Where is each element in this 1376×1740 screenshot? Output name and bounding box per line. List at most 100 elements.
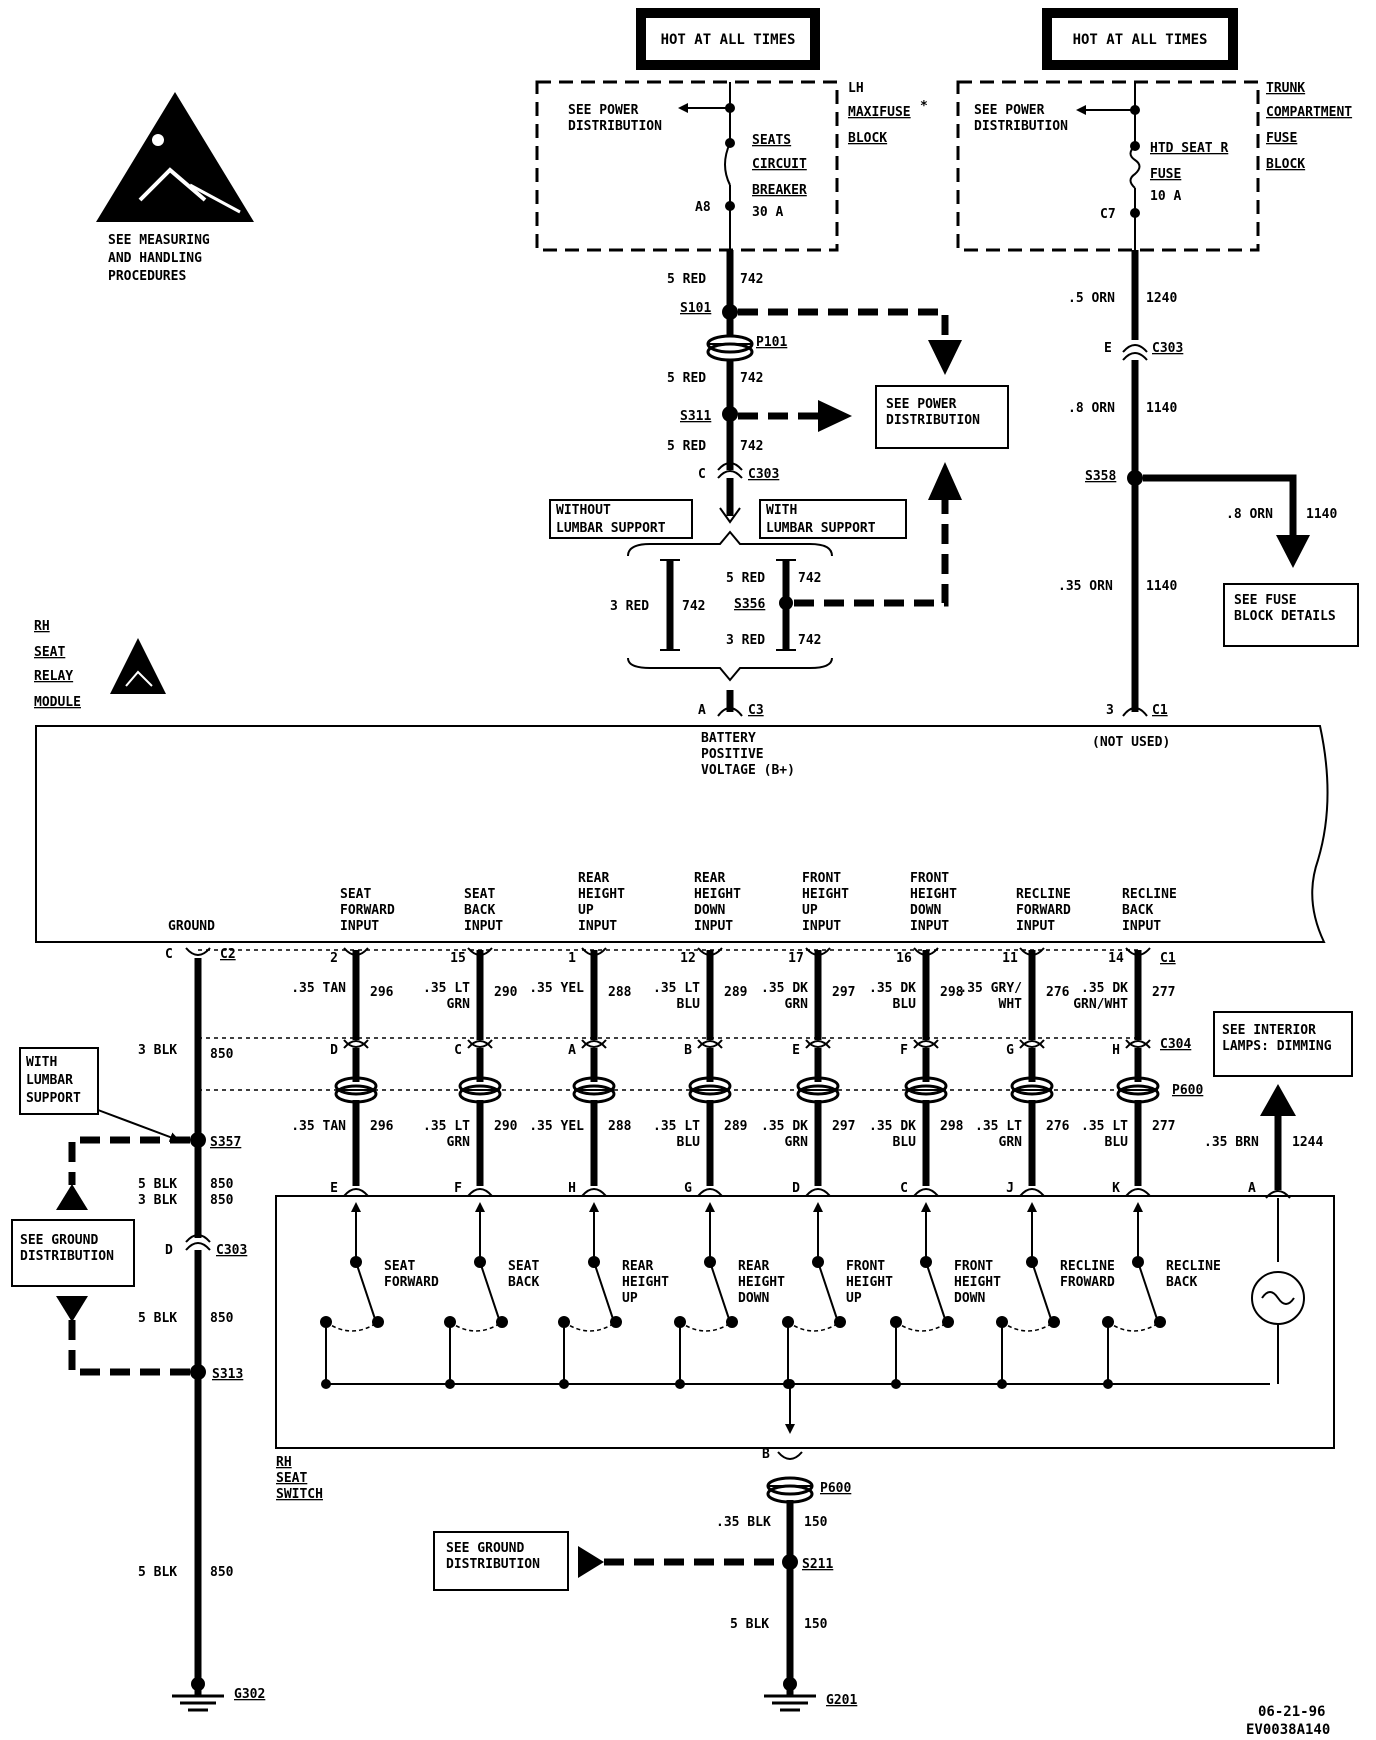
svg-text:DISTRIBUTION: DISTRIBUTION xyxy=(886,413,980,428)
switch-label: BACK xyxy=(508,1275,539,1290)
switch-label: REAR xyxy=(738,1259,769,1274)
wire-gauge: GRN/WHT xyxy=(1073,997,1128,1012)
wire-gauge: .35 DK xyxy=(761,981,808,996)
svg-text:SEE MEASURING: SEE MEASURING xyxy=(108,233,210,248)
esd-warning-icon xyxy=(96,92,254,222)
wire-gauge: BLU xyxy=(1105,1135,1129,1150)
svg-text:MAXIFUSE: MAXIFUSE xyxy=(848,105,911,120)
svg-text:P101: P101 xyxy=(756,335,787,350)
svg-text:SEE POWER: SEE POWER xyxy=(886,397,957,412)
input-label: UP xyxy=(578,903,594,918)
svg-text:3 RED: 3 RED xyxy=(726,633,765,648)
switch-label: REAR xyxy=(622,1259,653,1274)
svg-text:5 BLK: 5 BLK xyxy=(138,1311,177,1326)
wire-circuit: 288 xyxy=(608,985,632,1000)
wire-circuit: 289 xyxy=(724,985,747,1000)
svg-text:RELAY: RELAY xyxy=(34,669,73,684)
see-fuse-block-box: SEE FUSE BLOCK DETAILS xyxy=(1223,583,1359,647)
svg-text:LH: LH xyxy=(848,81,864,96)
input-label: REAR xyxy=(578,871,609,886)
svg-text:5 RED: 5 RED xyxy=(726,571,765,586)
c1-pin: 1 xyxy=(568,951,576,966)
wire-circuit: 296 xyxy=(370,985,394,1000)
svg-text:DISTRIBUTION: DISTRIBUTION xyxy=(974,119,1068,134)
svg-text:A8: A8 xyxy=(695,200,711,215)
svg-text:150: 150 xyxy=(804,1515,828,1530)
svg-text:S357: S357 xyxy=(210,1135,241,1150)
see-ground-distribution-right: SEE GROUND DISTRIBUTION xyxy=(433,1531,569,1591)
wire-circuit: 290 xyxy=(494,985,518,1000)
input-label: INPUT xyxy=(1016,919,1055,934)
svg-text:FUSE: FUSE xyxy=(1150,167,1181,182)
c1-pin: 12 xyxy=(680,951,696,966)
svg-text:5 BLK: 5 BLK xyxy=(138,1177,177,1192)
input-label: HEIGHT xyxy=(802,887,849,902)
trunk-fuse-block xyxy=(956,80,1260,252)
switch-label: SEAT xyxy=(508,1259,539,1274)
svg-text:SEE FUSE: SEE FUSE xyxy=(1234,593,1297,608)
svg-text:742: 742 xyxy=(798,571,821,586)
svg-text:LUMBAR SUPPORT: LUMBAR SUPPORT xyxy=(766,521,876,536)
c1-pin: 11 xyxy=(1002,951,1018,966)
relay-module-body xyxy=(35,725,1329,943)
svg-text:C1: C1 xyxy=(1160,951,1176,966)
wire-gauge: GRN xyxy=(447,997,471,1012)
switch-label: UP xyxy=(846,1291,862,1306)
wire-circuit: 277 xyxy=(1152,1119,1175,1134)
switch-pin: J xyxy=(1006,1181,1014,1196)
footer-code: EV0038A140 xyxy=(1246,1722,1330,1738)
input-label: INPUT xyxy=(578,919,617,934)
svg-text:BATTERY: BATTERY xyxy=(701,731,756,746)
input-label: FRONT xyxy=(910,871,949,886)
svg-text:742: 742 xyxy=(740,371,763,386)
circuit-breaker-symbol xyxy=(724,142,731,186)
svg-text:GROUND: GROUND xyxy=(168,919,215,934)
c304-pin: A xyxy=(568,1043,576,1058)
splice-s101 xyxy=(722,304,738,320)
svg-text:PROCEDURES: PROCEDURES xyxy=(108,269,186,284)
switch-label: RECLINE xyxy=(1060,1259,1115,1274)
svg-text:C: C xyxy=(165,947,173,962)
svg-text:5 RED: 5 RED xyxy=(667,439,706,454)
svg-text:1140: 1140 xyxy=(1306,507,1337,522)
svg-text:CIRCUIT: CIRCUIT xyxy=(752,157,807,172)
splice-s356 xyxy=(779,596,793,610)
svg-text:BLOCK DETAILS: BLOCK DETAILS xyxy=(1234,609,1336,624)
splice-s357 xyxy=(190,1132,206,1148)
input-label: INPUT xyxy=(910,919,949,934)
c1-pin: 17 xyxy=(788,951,804,966)
c304-pin: H xyxy=(1112,1043,1120,1058)
svg-text:E: E xyxy=(1104,341,1112,356)
wire-gauge: .35 YEL xyxy=(529,981,584,996)
wire-circuit: 298 xyxy=(940,985,964,1000)
switch-label: FRONT xyxy=(846,1259,885,1274)
svg-text:G201: G201 xyxy=(826,1693,857,1708)
svg-text:D: D xyxy=(165,1243,173,1258)
svg-text:LAMPS: DIMMING: LAMPS: DIMMING xyxy=(1222,1039,1332,1054)
see-ground-distribution-left: SEE GROUND DISTRIBUTION xyxy=(11,1219,135,1287)
switch-label: HEIGHT xyxy=(846,1275,893,1290)
svg-text:3 RED: 3 RED xyxy=(610,599,649,614)
svg-text:742: 742 xyxy=(682,599,705,614)
input-label: BACK xyxy=(464,903,495,918)
svg-text:C304: C304 xyxy=(1160,1037,1191,1052)
wire-gauge: .35 DK xyxy=(869,1119,916,1134)
wire-gauge: WHT xyxy=(999,997,1023,1012)
wire-gauge: .35 LT xyxy=(653,1119,700,1134)
svg-text:LUMBAR SUPPORT: LUMBAR SUPPORT xyxy=(556,521,666,536)
svg-text:1240: 1240 xyxy=(1146,291,1177,306)
input-label: SEAT xyxy=(464,887,495,902)
with-lumbar-support-box: WITH LUMBAR SUPPORT xyxy=(19,1047,99,1115)
svg-text:.8 ORN: .8 ORN xyxy=(1226,507,1273,522)
svg-text:850: 850 xyxy=(210,1311,234,1326)
svg-text:TRUNK: TRUNK xyxy=(1266,81,1305,96)
switch-label: RECLINE xyxy=(1166,1259,1221,1274)
switch-pin: H xyxy=(568,1181,576,1196)
input-label: FRONT xyxy=(802,871,841,886)
input-label: INPUT xyxy=(340,919,379,934)
